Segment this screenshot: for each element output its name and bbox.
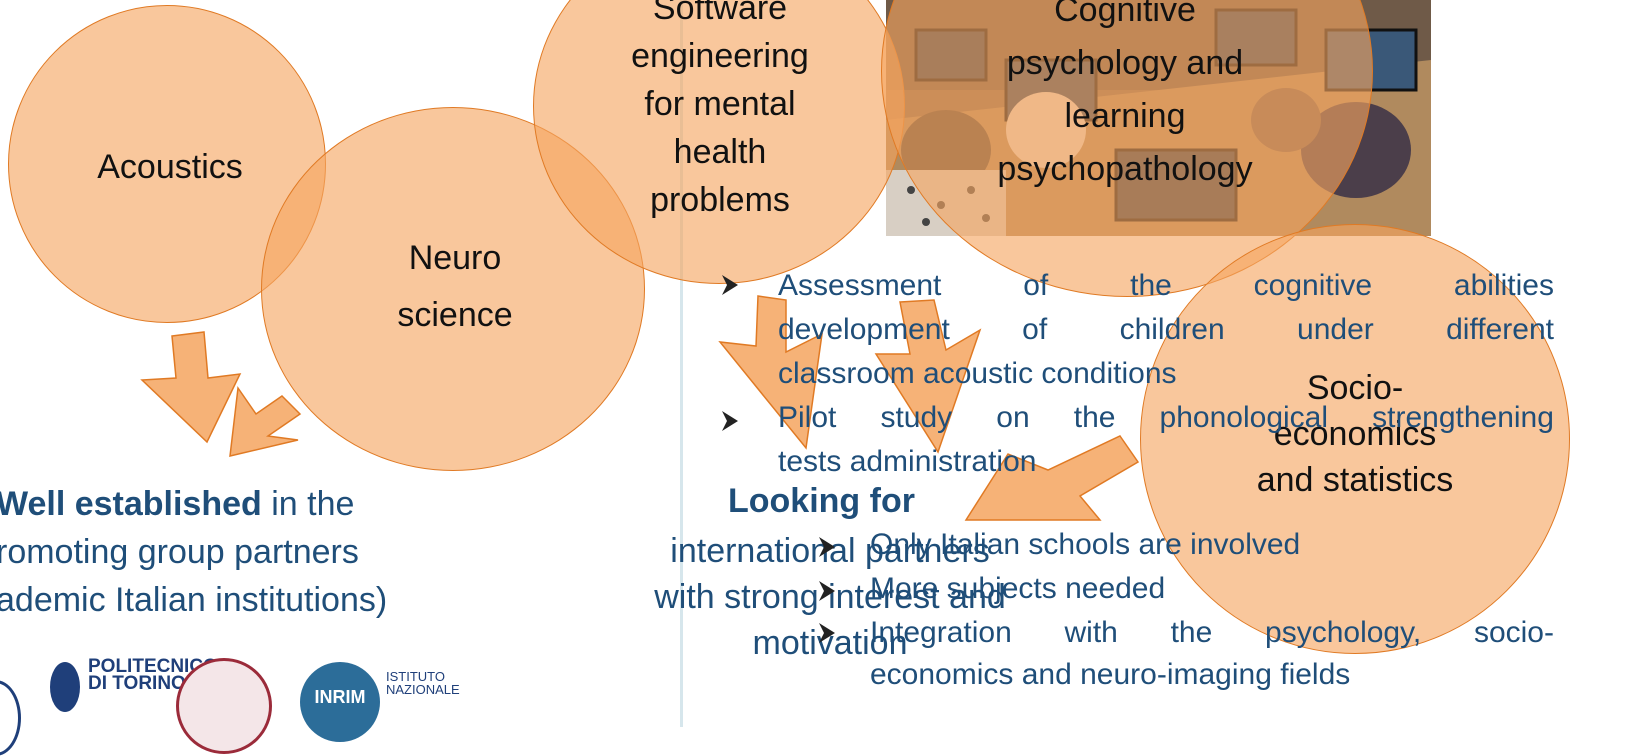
well-established-line2: romoting group partners (0, 533, 359, 571)
well-established-line3: ademic Italian institutions) (0, 581, 388, 619)
looking-for-text: international partners with strong inter… (600, 528, 1060, 666)
inrim-mark-text: INRIM (314, 687, 366, 707)
bullet-arrow-icon (722, 275, 738, 295)
software-engineering-label: Software engineering for mental health p… (631, 0, 809, 219)
polito-line2: DI TORINO (88, 673, 186, 694)
istituto-line2: NAZIONALE (386, 682, 460, 697)
bottom-bullet2: More subjects needed (870, 572, 1166, 605)
polito-line1: POLITECNICO (88, 656, 218, 677)
bottom-bullet1: Only Italian schools are involved (870, 528, 1301, 561)
bullet1-line3: classroom acoustic conditions (778, 357, 1177, 390)
looking-for-line1: international partners (670, 532, 990, 570)
bullet-arrow-icon (819, 537, 835, 557)
software-engineering-circle (533, 0, 905, 284)
down-arrow-1 (140, 331, 242, 444)
acoustics-label: Acoustics (97, 148, 243, 186)
bullet-arrow-icon (819, 581, 835, 601)
needs-bullets: Only Italian schools are involved More s… (819, 528, 1554, 691)
cognitive-psychology-label: Cognitive psychology and learning psycho… (997, 0, 1253, 188)
istituto-logo: ISTITUTO NAZIONALE (386, 670, 460, 696)
down-arrow-4 (874, 299, 982, 454)
well-established-rest: in the (261, 485, 355, 523)
looking-for-line2: with strong interest and (654, 578, 1006, 616)
socio-economics-circle (1140, 224, 1570, 654)
left-arrow-1 (964, 435, 1140, 521)
column-divider (680, 0, 683, 727)
well-established-bold: Well established (0, 485, 262, 523)
polito-logo: POLITECNICO DI TORINO (88, 656, 218, 694)
down-arrow-3 (718, 295, 823, 450)
bottom-bullet3-line2: economics and neuro-imaging fields (870, 658, 1351, 691)
bullet-arrow-icon (722, 411, 738, 431)
well-established-text: Well established in the romoting group p… (0, 480, 387, 624)
bullet2-line2: tests administration (778, 445, 1037, 478)
socio-economics-label: Socio- economics and statistics (1256, 369, 1454, 499)
polito-logo-mark (50, 662, 80, 712)
arrows-layer (140, 295, 1140, 521)
neuro-science-label: Neuro science (397, 239, 513, 334)
down-arrow-2 (229, 385, 302, 457)
looking-for-title: Looking for (728, 482, 915, 520)
bullet-arrow-icon (819, 623, 835, 643)
istituto-line1: ISTITUTO (386, 669, 445, 684)
